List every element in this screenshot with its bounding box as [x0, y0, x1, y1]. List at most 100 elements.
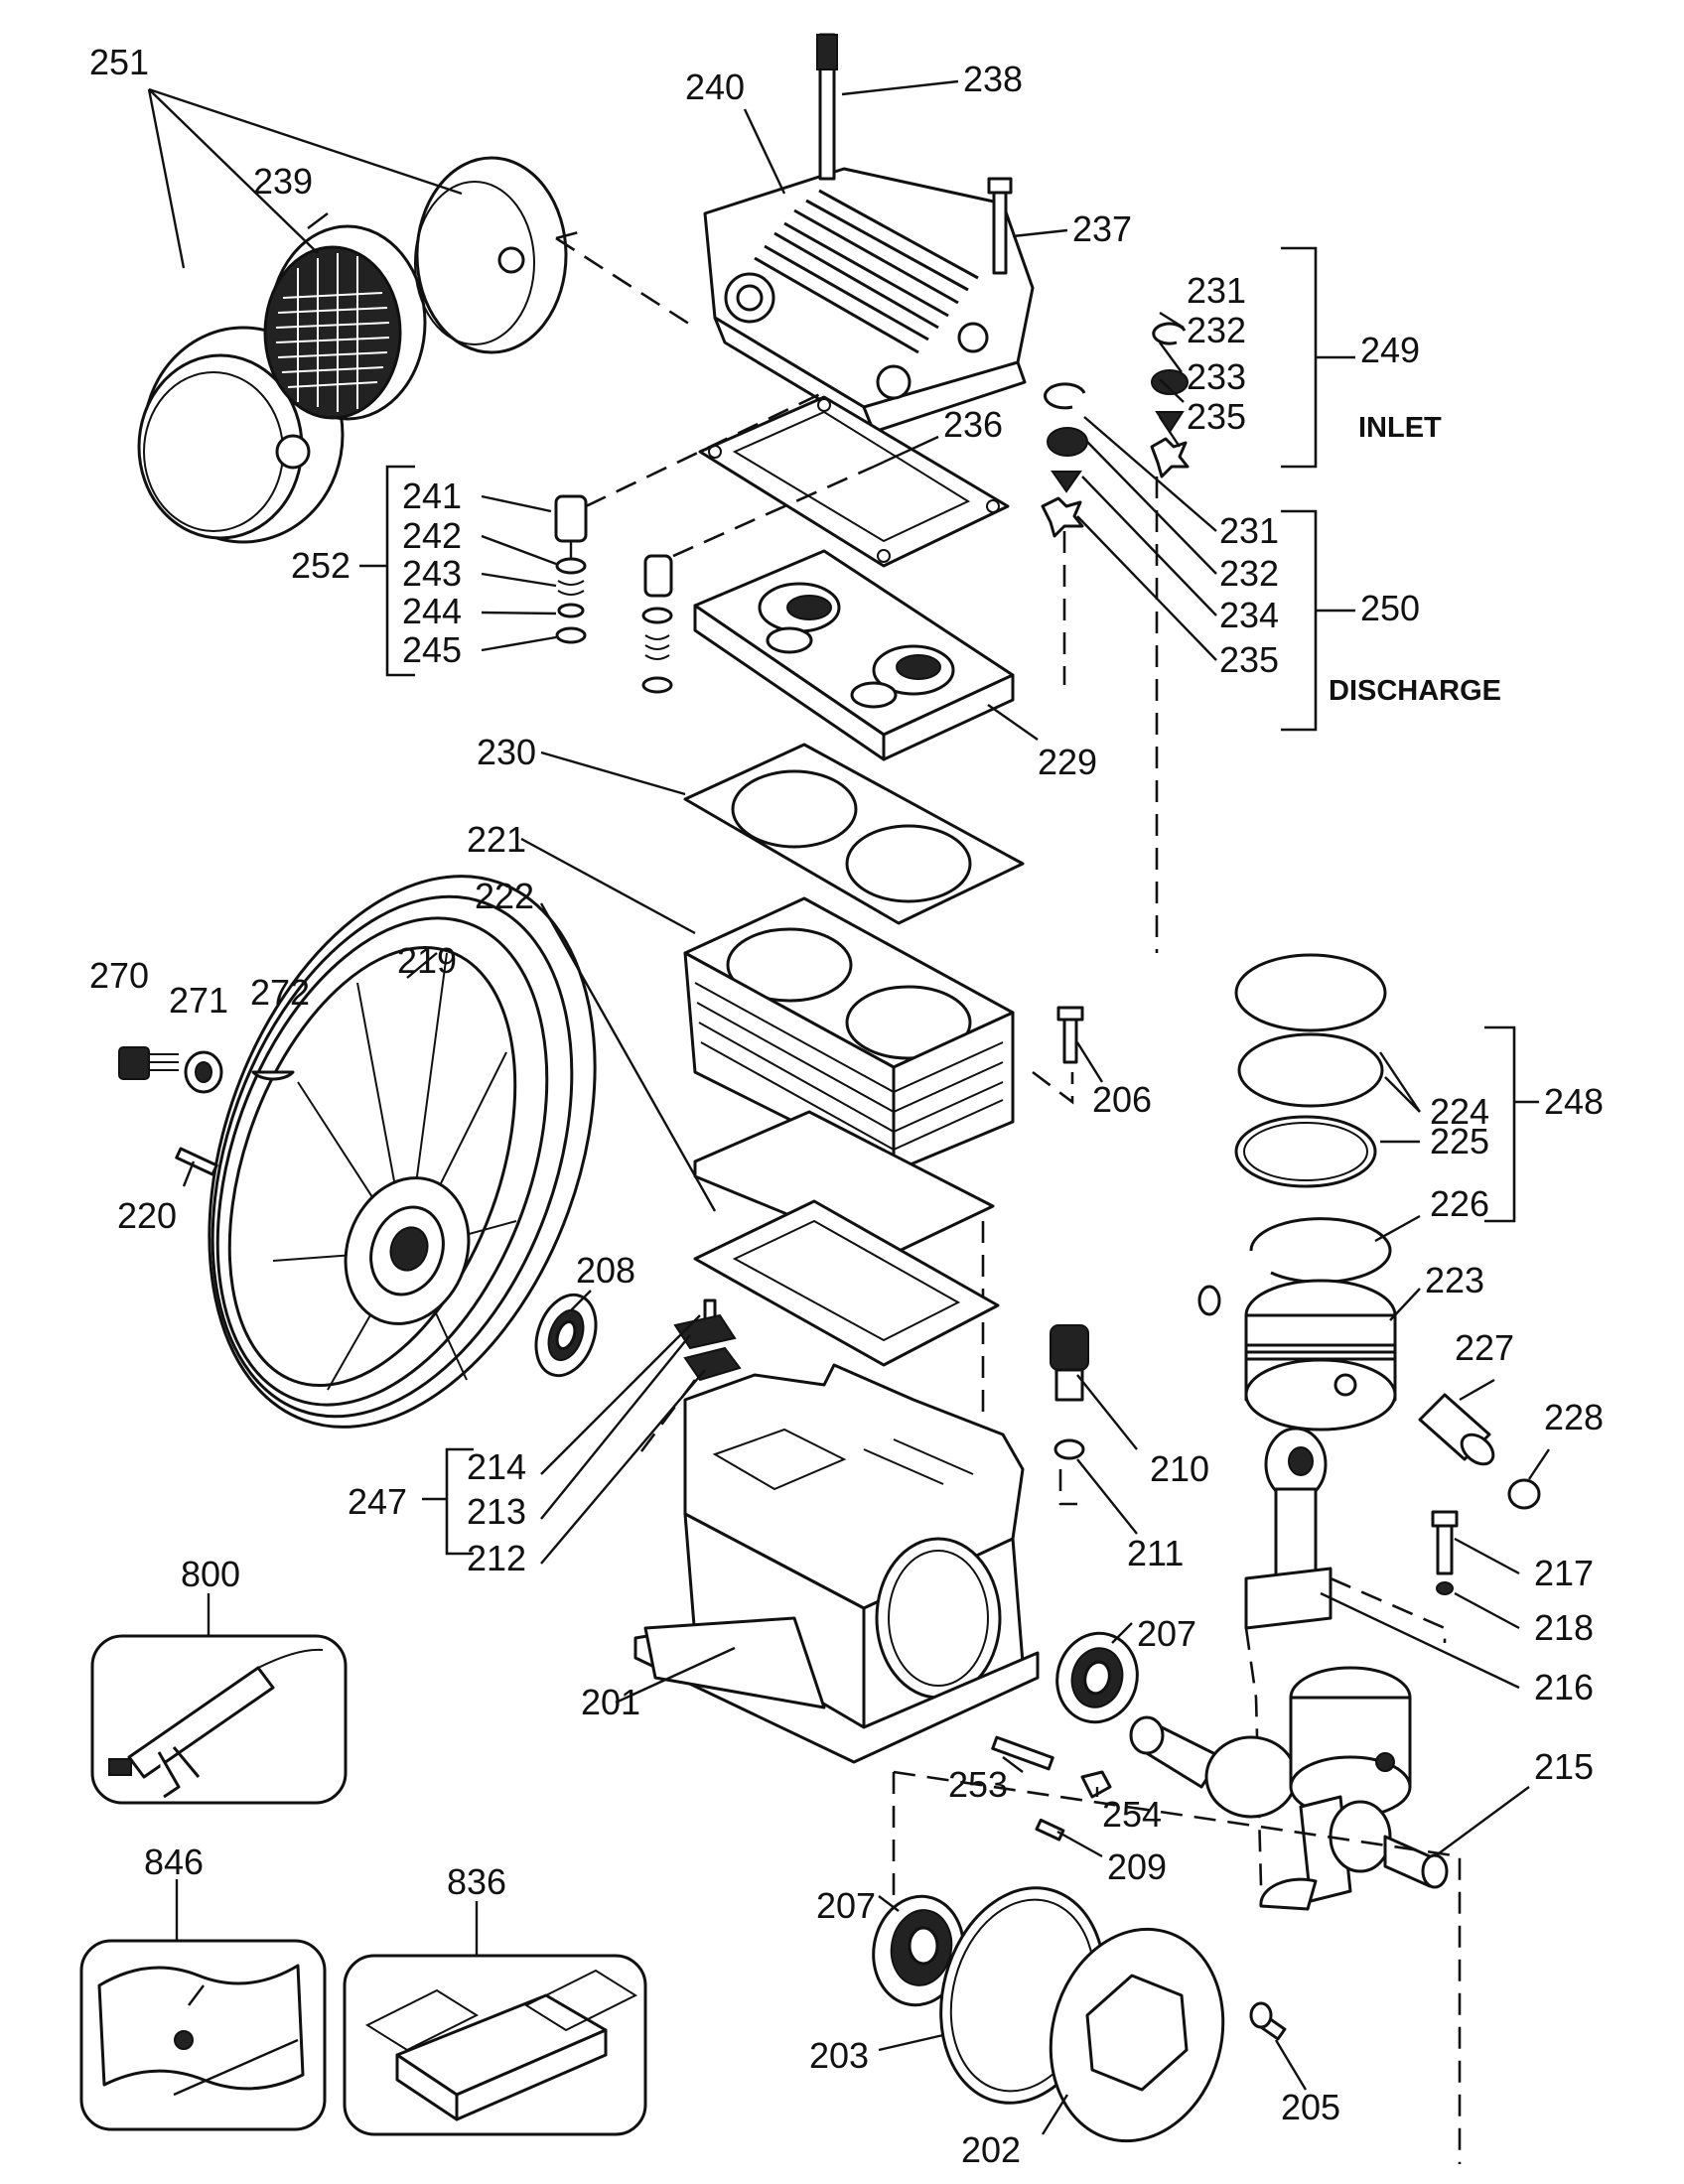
- air-filter-assembly: [137, 87, 696, 544]
- head-bolt-short[interactable]: [987, 177, 1013, 275]
- label-242: 242: [402, 515, 462, 556]
- label-213: 213: [467, 1491, 526, 1532]
- wrist-pin[interactable]: [1418, 1393, 1541, 1510]
- label-846: 846: [144, 1842, 204, 1882]
- accessory-836-box[interactable]: [343, 1954, 647, 2136]
- label-209: 209: [1107, 1846, 1167, 1887]
- label-800: 800: [181, 1554, 240, 1594]
- label-206: 206: [1092, 1079, 1152, 1120]
- label-233: 233: [1187, 356, 1246, 397]
- label-240: 240: [685, 67, 745, 107]
- label-253: 253: [948, 1764, 1008, 1805]
- valve-plate[interactable]: [693, 549, 1015, 761]
- accessory-846-box[interactable]: [79, 1939, 327, 2131]
- cylinder[interactable]: [683, 896, 1015, 1258]
- head-bolt-long[interactable]: [816, 33, 838, 181]
- crankcase[interactable]: [633, 1363, 1040, 1764]
- label-222: 222: [475, 876, 534, 916]
- label-231-discharge: 231: [1219, 510, 1279, 551]
- label-inlet: INLET: [1358, 412, 1442, 444]
- label-207-upper: 207: [1137, 1613, 1196, 1654]
- rod-bolt[interactable]: [1431, 1510, 1459, 1595]
- label-218: 218: [1534, 1607, 1594, 1648]
- label-243: 243: [402, 553, 462, 594]
- label-234: 234: [1219, 595, 1279, 635]
- cylinder-head[interactable]: [703, 167, 1035, 434]
- label-230: 230: [477, 732, 536, 772]
- label-219: 219: [397, 940, 457, 981]
- label-250: 250: [1360, 588, 1420, 628]
- bearing-left[interactable]: [525, 1287, 606, 1384]
- label-232-discharge: 232: [1219, 553, 1279, 594]
- end-cover[interactable]: [1028, 1910, 1246, 2161]
- label-215: 215: [1534, 1746, 1594, 1787]
- air-filter-element[interactable]: [263, 224, 427, 421]
- label-237: 237: [1072, 208, 1132, 249]
- label-270: 270: [89, 955, 149, 996]
- label-251: 251: [89, 42, 149, 82]
- bearing-right-upper[interactable]: [1048, 1624, 1148, 1731]
- label-208: 208: [576, 1250, 635, 1291]
- label-235-inlet: 235: [1187, 396, 1246, 437]
- cylinder-bolt[interactable]: [1056, 1006, 1084, 1064]
- piston-rings[interactable]: [1234, 953, 1392, 1285]
- label-231-inlet: 231: [1187, 270, 1246, 311]
- label-227: 227: [1455, 1327, 1514, 1368]
- label-244: 244: [402, 591, 462, 631]
- label-272: 272: [250, 972, 310, 1013]
- label-223: 223: [1425, 1260, 1484, 1300]
- unloader-parts[interactable]: [554, 390, 875, 694]
- air-filter-back-housing[interactable]: [414, 156, 568, 354]
- label-238: 238: [963, 59, 1023, 99]
- label-247: 247: [348, 1481, 407, 1522]
- inlet-valve-parts[interactable]: [1150, 322, 1190, 478]
- label-235-discharge: 235: [1219, 639, 1279, 680]
- label-221: 221: [467, 819, 526, 860]
- key-and-fittings[interactable]: [991, 1735, 1112, 1842]
- label-241: 241: [402, 476, 462, 516]
- label-239: 239: [253, 161, 313, 202]
- flywheel-bolt-parts[interactable]: [118, 1046, 295, 1176]
- crankcase-gasket[interactable]: [693, 1199, 1000, 1367]
- cylinder-gasket[interactable]: [683, 743, 1025, 925]
- label-205: 205: [1281, 2087, 1340, 2127]
- valve-plate-gasket-upper[interactable]: [698, 395, 1010, 568]
- label-220: 220: [117, 1195, 177, 1236]
- label-212: 212: [467, 1538, 526, 1578]
- label-discharge: DISCHARGE: [1329, 675, 1501, 707]
- label-226: 226: [1430, 1183, 1489, 1224]
- part-labels: 251 240 238 239 237 231 232 233 235 249 …: [89, 42, 1604, 2170]
- oil-fill-plug[interactable]: [1050, 1324, 1089, 1506]
- label-248: 248: [1544, 1081, 1604, 1122]
- label-217: 217: [1534, 1553, 1594, 1593]
- label-232-inlet: 232: [1187, 310, 1246, 350]
- label-224: 224: [1430, 1091, 1489, 1132]
- label-214: 214: [467, 1446, 526, 1487]
- label-225: 225: [1430, 1121, 1489, 1161]
- connecting-rod[interactable]: [1244, 1427, 1333, 1630]
- label-211: 211: [1127, 1533, 1184, 1573]
- label-201: 201: [581, 1682, 640, 1722]
- label-254: 254: [1102, 1794, 1162, 1835]
- label-229: 229: [1038, 742, 1097, 782]
- label-210: 210: [1150, 1448, 1209, 1489]
- crankshaft-assembly[interactable]: [1129, 1666, 1449, 1911]
- flywheel[interactable]: [138, 822, 666, 1480]
- label-207-lower: 207: [816, 1885, 876, 1926]
- label-252: 252: [291, 545, 351, 586]
- leader-lines: [175, 79, 1550, 2135]
- label-836: 836: [447, 1861, 506, 1902]
- bearing-right-lower[interactable]: [865, 1889, 972, 2012]
- cover-bolt[interactable]: [1249, 2001, 1287, 2041]
- label-236: 236: [943, 404, 1003, 445]
- piston[interactable]: [1197, 1279, 1397, 1432]
- label-249: 249: [1360, 330, 1420, 370]
- label-245: 245: [402, 629, 462, 670]
- discharge-valve-parts[interactable]: [1041, 382, 1159, 953]
- label-271: 271: [169, 980, 228, 1021]
- label-203: 203: [809, 2035, 869, 2076]
- accessory-800-box[interactable]: [90, 1634, 348, 1805]
- label-216: 216: [1534, 1667, 1594, 1707]
